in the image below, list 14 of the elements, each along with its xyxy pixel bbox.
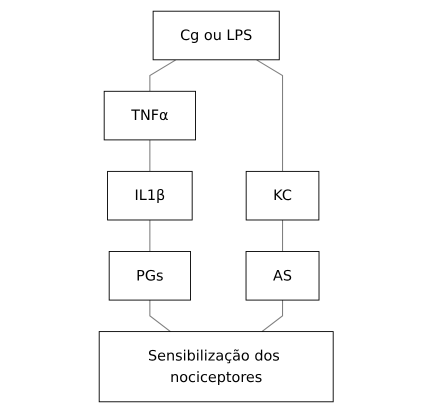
connector — [150, 58, 177, 91]
node-box: AS — [246, 250, 320, 300]
connector — [150, 139, 151, 171]
connector — [150, 300, 172, 332]
node-box: Cg ou LPS — [152, 10, 280, 60]
connector — [282, 220, 284, 251]
connector — [256, 58, 284, 171]
node-box: KC — [246, 170, 320, 220]
node-box: Sensibilização dos nociceptores — [99, 330, 334, 402]
node-box: PGs — [109, 250, 192, 300]
connector — [150, 220, 151, 251]
node-box: IL1β — [107, 170, 193, 220]
node-box: TNFα — [104, 90, 196, 140]
connector — [262, 300, 284, 332]
